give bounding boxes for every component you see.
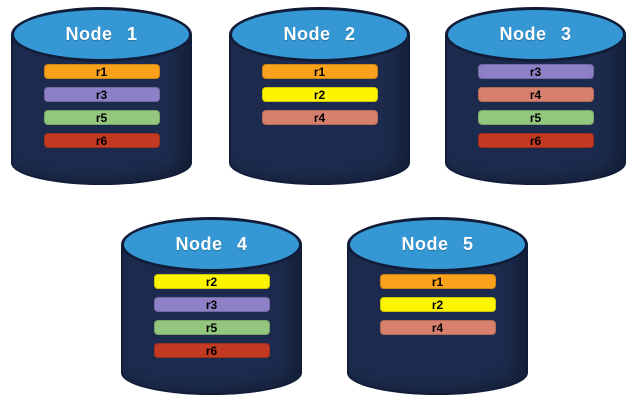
node-cylinder-4: Node 4 r2 r3 r5 r6 [121, 217, 302, 395]
replica-bar-r2: r2 [153, 274, 270, 289]
replica-bar-r1: r1 [261, 64, 378, 79]
cylinder-top: Node 4 [121, 217, 302, 272]
cylinder-top: Node 5 [347, 217, 528, 272]
node-cylinder-3: Node 3 r3 r4 r5 r6 [445, 7, 626, 185]
cylinder-top: Node 1 [11, 7, 192, 62]
replica-bar-r3: r3 [153, 297, 270, 312]
replica-bar-r4: r4 [379, 320, 496, 335]
replica-bar-r2: r2 [261, 87, 378, 102]
node-cylinder-5: Node 5 r1 r2 r4 [347, 217, 528, 395]
replica-bar-r5: r5 [153, 320, 270, 335]
node-cylinder-2: Node 2 r1 r2 r4 [229, 7, 410, 185]
node-label: Node 3 [499, 24, 572, 44]
replica-bar-r2: r2 [379, 297, 496, 312]
replica-bar-r3: r3 [43, 87, 160, 102]
replica-bar-r4: r4 [477, 87, 594, 102]
replica-bar-r6: r6 [43, 133, 160, 148]
replica-bar-r1: r1 [43, 64, 160, 79]
replica-bar-r6: r6 [477, 133, 594, 148]
cylinder-top: Node 3 [445, 7, 626, 62]
replica-list: r1 r3 r5 r6 [11, 64, 192, 148]
replica-bar-r6: r6 [153, 343, 270, 358]
replica-list: r3 r4 r5 r6 [445, 64, 626, 148]
node-cylinder-1: Node 1 r1 r3 r5 r6 [11, 7, 192, 185]
cylinder-top: Node 2 [229, 7, 410, 62]
replica-list: r2 r3 r5 r6 [121, 274, 302, 358]
replica-list: r1 r2 r4 [347, 274, 528, 335]
node-label: Node 2 [283, 24, 356, 44]
replica-bar-r4: r4 [261, 110, 378, 125]
replica-list: r1 r2 r4 [229, 64, 410, 125]
replica-bar-r5: r5 [477, 110, 594, 125]
node-label: Node 1 [65, 24, 138, 44]
node-label: Node 5 [401, 234, 474, 254]
replica-bar-r3: r3 [477, 64, 594, 79]
replica-bar-r5: r5 [43, 110, 160, 125]
node-label: Node 4 [175, 234, 248, 254]
replica-bar-r1: r1 [379, 274, 496, 289]
